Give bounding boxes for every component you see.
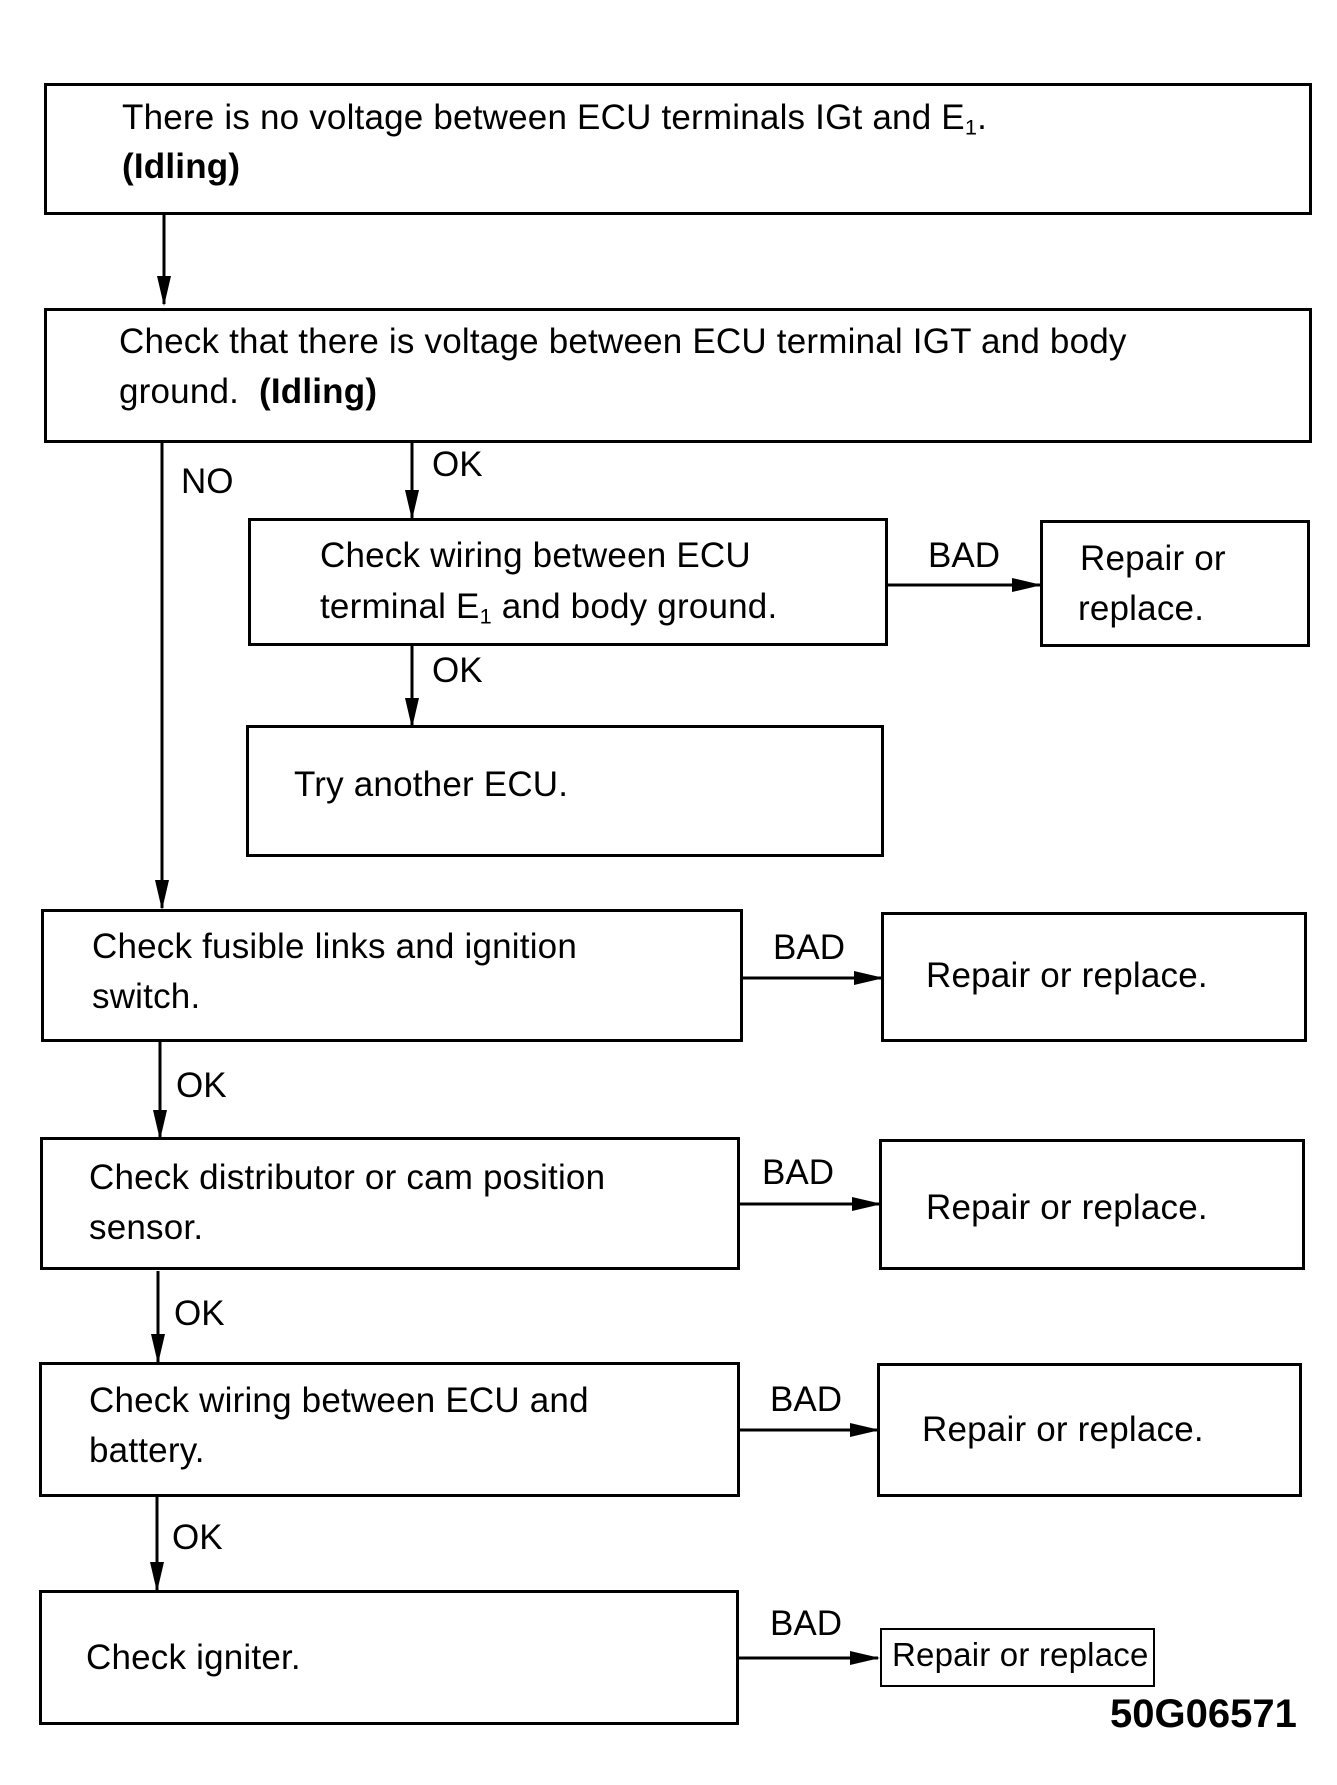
step3-subscript: 1 xyxy=(479,603,492,629)
label-ok-step3: OK xyxy=(432,651,483,690)
step5-result-text: Repair or replace. xyxy=(926,956,1208,995)
label-bad-step5: BAD xyxy=(773,928,845,967)
step8-text: Check igniter. xyxy=(86,1638,301,1677)
label-bad-step3: BAD xyxy=(928,536,1000,575)
step1-subscript: 1 xyxy=(964,114,978,140)
step2-condition: (Idling) xyxy=(258,372,378,411)
label-ok-step5: OK xyxy=(176,1066,227,1105)
step3-box xyxy=(248,518,888,646)
label-no: NO xyxy=(181,462,234,501)
step2-text-line2: ground. (Idling) xyxy=(119,367,377,417)
step8-result-box xyxy=(880,1628,1155,1687)
step2-box xyxy=(44,308,1312,443)
step8-box xyxy=(39,1590,739,1725)
step3-result-box xyxy=(1040,520,1310,647)
step6-text-line1: Check distributor or cam position xyxy=(89,1158,606,1197)
step4-text: Try another ECU. xyxy=(294,765,569,804)
label-bad-step7: BAD xyxy=(770,1380,842,1419)
step5-result-box xyxy=(881,912,1307,1042)
step7-result-text: Repair or replace. xyxy=(922,1410,1204,1449)
step5-box xyxy=(41,909,743,1042)
step7-text-line2: battery. xyxy=(89,1431,205,1470)
step5-text-line2: switch. xyxy=(92,977,201,1016)
step1-box xyxy=(44,83,1312,215)
step6-text-line2: sensor. xyxy=(89,1208,204,1247)
label-ok-step2: OK xyxy=(432,445,483,484)
step7-text-line1: Check wiring between ECU and xyxy=(89,1381,589,1420)
step7-result-box xyxy=(877,1363,1302,1497)
step1-text-line1: There is no voltage between ECU terminal… xyxy=(122,93,987,152)
step4-box xyxy=(246,725,884,857)
step1-condition: (Idling) xyxy=(122,147,241,186)
label-ok-step6: OK xyxy=(174,1294,225,1333)
step7-box xyxy=(39,1362,740,1497)
step3-text-line1: Check wiring between ECU xyxy=(320,536,751,575)
step3-result-line2: replace. xyxy=(1078,589,1205,628)
step6-box xyxy=(40,1137,740,1270)
step3-text-line2: terminal E1 and body ground. xyxy=(320,582,777,641)
label-bad-step8: BAD xyxy=(770,1604,842,1643)
step3-text-ground: and body ground. xyxy=(491,587,778,626)
step2-text-ground: ground. xyxy=(119,372,240,411)
step1-period: . xyxy=(977,98,988,137)
step5-text-line1: Check fusible links and ignition xyxy=(92,927,578,966)
step2-text-line1: Check that there is voltage between ECU … xyxy=(119,322,1127,361)
step6-result-text: Repair or replace. xyxy=(926,1188,1208,1227)
step8-result-text: Repair or replace xyxy=(892,1636,1149,1673)
step1-text: There is no voltage between ECU terminal… xyxy=(122,98,965,137)
figure-code: 50G06571 xyxy=(1110,1692,1297,1736)
label-ok-step7: OK xyxy=(172,1518,223,1557)
label-bad-step6: BAD xyxy=(762,1153,834,1192)
step3-text-terminal: terminal E xyxy=(320,587,480,626)
step3-result-line1: Repair or xyxy=(1080,539,1226,578)
step6-result-box xyxy=(879,1139,1305,1270)
